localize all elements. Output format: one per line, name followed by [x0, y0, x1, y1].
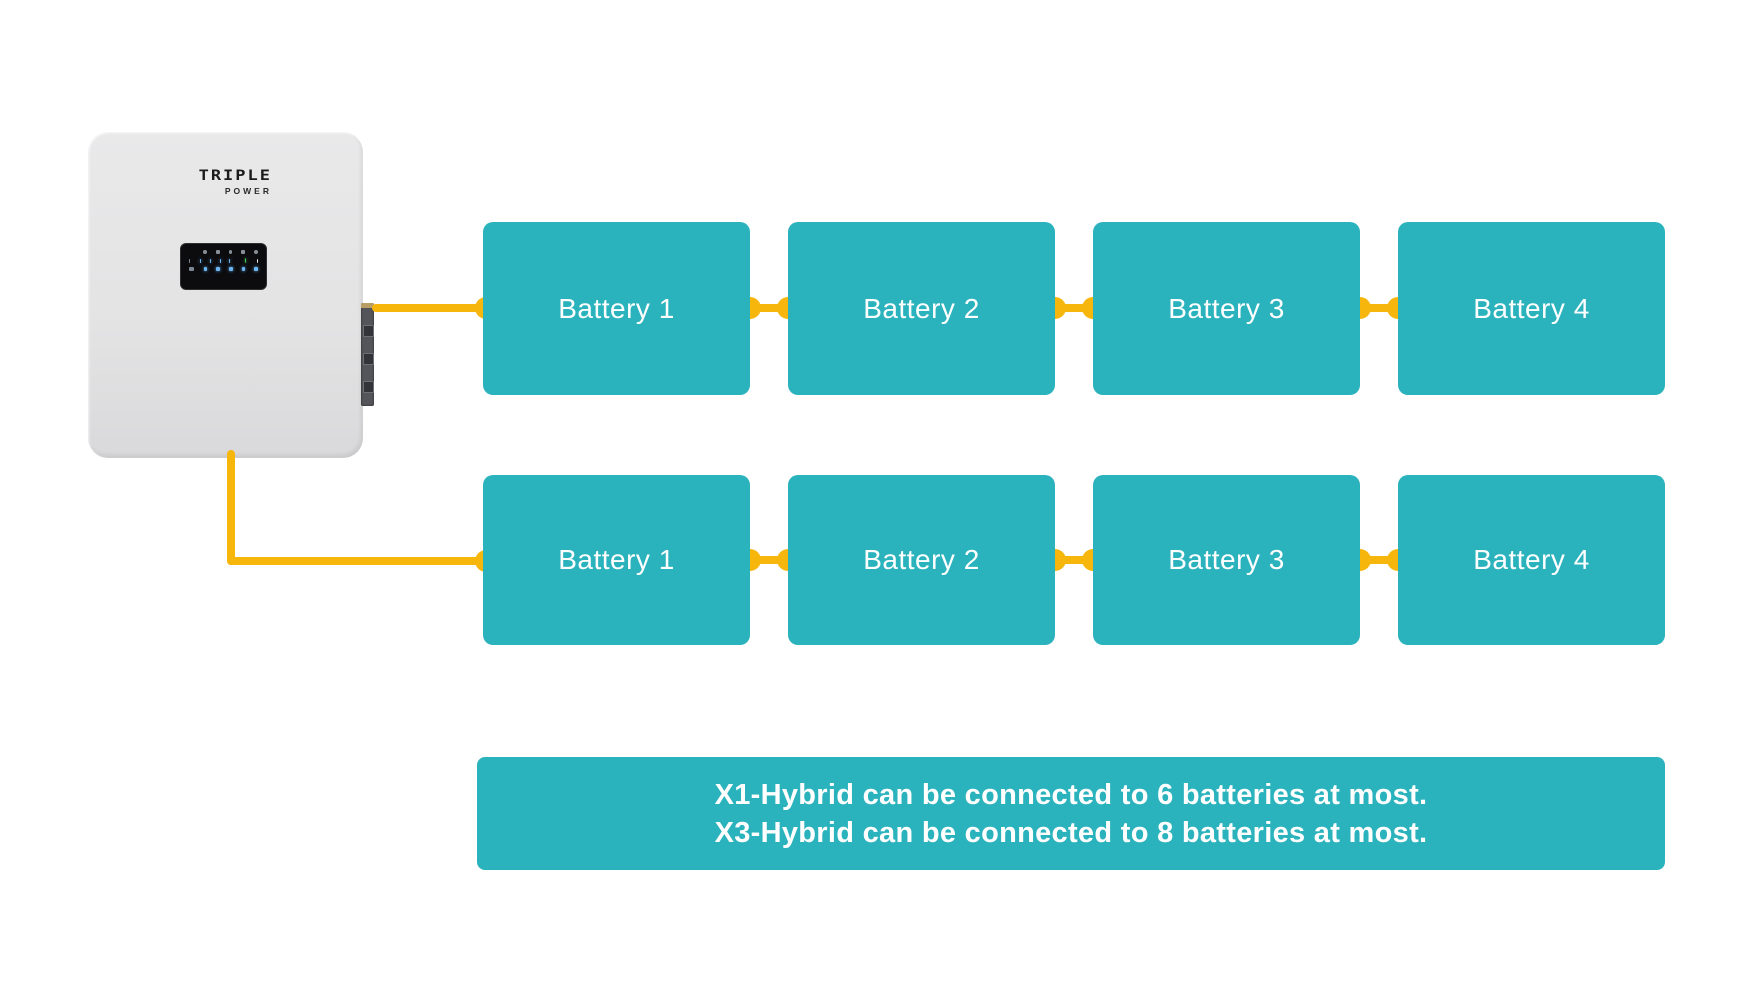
led-dot [216, 267, 220, 271]
brand-subname: POWER [224, 186, 272, 196]
battery-box: Battery 3 [1093, 222, 1360, 395]
cable-battery1-battery2-string1 [750, 304, 788, 312]
led-dot [254, 267, 259, 271]
note-banner: X1-Hybrid can be connected to 6 batterie… [477, 757, 1665, 870]
status-icon [228, 250, 233, 254]
led-dot [219, 258, 221, 263]
status-icon [215, 250, 220, 254]
cable-battery2-battery3-string2 [1055, 556, 1093, 564]
cable-battery3-battery4-string2 [1360, 556, 1398, 564]
battery-box: Battery 2 [788, 222, 1055, 395]
note-line-2: X3-Hybrid can be connected to 8 batterie… [714, 816, 1428, 849]
led-dot [203, 267, 208, 271]
led-dot [241, 267, 246, 271]
indicator-led [257, 258, 258, 263]
led-dot [200, 258, 201, 263]
connector-pin [363, 381, 374, 393]
power-led [245, 258, 247, 263]
battery-box: Battery 1 [483, 222, 750, 395]
cable-inverter-to-battery1-string1 [372, 304, 486, 312]
led-row-label [189, 258, 190, 263]
led-dot [229, 258, 231, 263]
led-row-label [189, 267, 194, 271]
battery-box: Battery 4 [1398, 222, 1665, 395]
led-row-1 [189, 258, 258, 263]
led-dot [228, 267, 233, 271]
cable-battery1-battery2-string2 [750, 556, 788, 564]
note-line-1: X1-Hybrid can be connected to 6 batterie… [714, 778, 1428, 811]
status-icon [203, 250, 207, 254]
led-row-2 [189, 267, 259, 271]
battery-box: Battery 3 [1093, 475, 1360, 645]
cable-battery3-battery4-string1 [1360, 304, 1398, 312]
status-display-panel [180, 243, 267, 290]
battery-connector-port [361, 303, 374, 406]
cable-battery2-battery3-string1 [1055, 304, 1093, 312]
status-icon [241, 250, 246, 254]
brand-name: TRIPLE [198, 167, 272, 185]
battery-box: Battery 1 [483, 475, 750, 645]
connector-pin [363, 325, 374, 337]
connector-cap [361, 303, 374, 308]
inverter-unit: TRIPLE POWER [88, 132, 363, 458]
connector-pin [363, 353, 374, 365]
led-dot [209, 258, 211, 263]
battery-box: Battery 2 [788, 475, 1055, 645]
cable-inverter-to-battery1-string2 [227, 557, 486, 565]
battery-box: Battery 4 [1398, 475, 1665, 645]
status-icon [254, 250, 258, 254]
brand-logo: TRIPLE POWER [178, 168, 272, 196]
cable-inverter-down-string2 [227, 450, 235, 565]
display-icons-row [203, 250, 258, 254]
